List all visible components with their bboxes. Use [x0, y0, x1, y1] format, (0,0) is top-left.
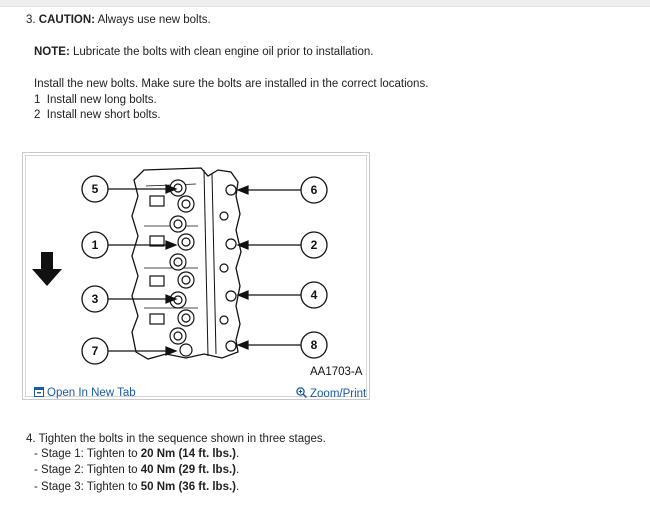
svg-text:1: 1	[92, 238, 99, 252]
right-leader-lines	[236, 185, 302, 350]
callout-3: 3	[81, 285, 109, 313]
svg-text:2: 2	[311, 238, 318, 252]
stage-value: 20 Nm (14 ft. lbs.)	[140, 448, 236, 460]
note-line: NOTE: Lubricate the bolts with clean eng…	[34, 45, 373, 59]
callout-4: 4	[300, 281, 328, 309]
install-intro: Install the new bolts. Make sure the bol…	[34, 78, 429, 90]
figure-code: AA1703-A	[310, 366, 363, 378]
stage-suffix: .	[235, 464, 240, 476]
open-in-new-tab-label: Open In New Tab	[47, 387, 136, 399]
svg-text:6: 6	[311, 183, 318, 197]
stage-value: 50 Nm (36 ft. lbs.)	[140, 481, 236, 493]
callout-2: 2	[300, 231, 328, 259]
stage-2-line: - Stage 2: Tighten to 40 Nm (29 ft. lbs.…	[34, 463, 239, 477]
right-bolt-bosses	[219, 184, 237, 352]
figure-panel: 5 1 3 7 6 2	[22, 152, 370, 400]
open-in-new-tab-icon	[34, 387, 44, 400]
stage-value: 40 Nm (29 ft. lbs.)	[140, 464, 236, 476]
valve-springs	[149, 179, 195, 357]
svg-text:4: 4	[311, 288, 318, 302]
svg-text:8: 8	[311, 338, 318, 352]
callout-7: 7	[81, 337, 109, 365]
stage-3-line: - Stage 3: Tighten to 50 Nm (36 ft. lbs.…	[34, 480, 239, 494]
callout-5: 5	[81, 175, 109, 203]
caution-label: CAUTION:	[38, 14, 96, 26]
callout-6: 6	[300, 176, 328, 204]
install-item-text: Install new short bolts.	[46, 109, 161, 121]
note-label: NOTE:	[34, 46, 70, 58]
svg-text:5: 5	[92, 182, 99, 196]
install-item-1: 1 Install new long bolts.	[34, 93, 157, 107]
install-item-text: Install new long bolts.	[46, 94, 157, 106]
install-item-num: 2	[34, 109, 41, 121]
step3-line: 3. CAUTION: Always use new bolts.	[26, 13, 211, 27]
figure-frame: 5 1 3 7 6 2	[25, 155, 368, 400]
caution-text: Always use new bolts.	[97, 14, 211, 26]
zoom-print-link[interactable]: Zoom/Print	[296, 387, 366, 401]
zoom-print-label: Zoom/Print	[310, 388, 367, 400]
front-direction-arrow-icon	[32, 252, 62, 286]
stage-suffix: .	[235, 481, 240, 493]
step4-intro: 4. Tighten the bolts in the sequence sho…	[26, 433, 326, 445]
svg-text:3: 3	[92, 292, 99, 306]
open-in-new-tab-link[interactable]: Open In New Tab	[34, 387, 136, 400]
stage-suffix: .	[235, 448, 240, 460]
install-item-num: 1	[34, 94, 41, 106]
zoom-in-icon	[296, 387, 308, 401]
stage-prefix: - Stage 1: Tighten to	[34, 448, 141, 460]
stage-prefix: - Stage 2: Tighten to	[34, 464, 141, 476]
callout-1: 1	[81, 231, 109, 259]
stage-1-line: - Stage 1: Tighten to 20 Nm (14 ft. lbs.…	[34, 447, 239, 461]
stage-prefix: - Stage 3: Tighten to	[34, 481, 141, 493]
install-item-2: 2 Install new short bolts.	[34, 108, 161, 122]
note-text: Lubricate the bolts with clean engine oi…	[72, 46, 374, 58]
step3-number: 3.	[26, 14, 36, 26]
left-leader-lines	[108, 184, 178, 356]
top-bar	[0, 0, 650, 7]
cylinder-head-diagram[interactable]: 5 1 3 7 6 2	[26, 156, 368, 398]
callout-8: 8	[300, 331, 328, 359]
svg-text:7: 7	[92, 344, 99, 358]
